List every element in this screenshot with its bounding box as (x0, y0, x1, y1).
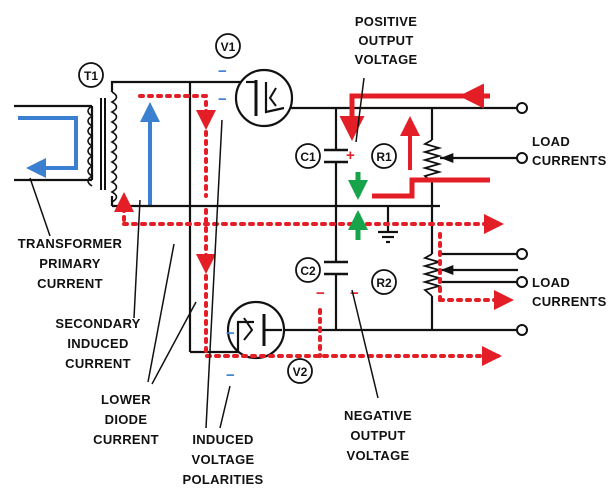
primary-winding (87, 105, 94, 187)
positive-output-line2: OUTPUT (358, 33, 413, 48)
polarity-signs: − − − − + − − (218, 63, 359, 384)
minus-sign: − (226, 325, 235, 342)
negative-output-line3: VOLTAGE (346, 448, 409, 463)
minus-sign: − (218, 91, 227, 108)
resistor-r2 (421, 253, 458, 297)
secondary-induced-line1: SECONDARY (55, 316, 140, 331)
negative-output-line1: NEGATIVE (344, 408, 412, 423)
terminal (516, 324, 528, 336)
load-currents-upper-line1: LOAD (532, 134, 570, 149)
secondary-induced-line3: CURRENT (65, 356, 131, 371)
load-currents-lower-line2: CURRENTS (532, 294, 607, 309)
resistor-r1 (421, 139, 458, 183)
lower-diode-line1: LOWER (101, 392, 151, 407)
transformer-t1 (87, 91, 118, 203)
capacitor-c2 (324, 260, 348, 276)
terminal (516, 102, 528, 114)
plus-sign: + (346, 147, 355, 164)
induced-polarities-line2: VOLTAGE (191, 452, 254, 467)
transformer-primary-line1: TRANSFORMER (18, 236, 123, 251)
annotation-labels: POSITIVE OUTPUT VOLTAGE LOAD LOAD CURREN… (18, 14, 607, 487)
label-r1: R1 (376, 150, 392, 164)
lower-diode-line2: DIODE (105, 412, 148, 427)
tube-v2 (226, 300, 286, 360)
secondary-winding (110, 91, 118, 203)
lower-diode-line3: CURRENT (93, 432, 159, 447)
label-c2: C2 (300, 264, 316, 278)
induced-polarities-line3: POLARITIES (182, 472, 263, 487)
label-t1: T1 (84, 69, 98, 83)
transformer-primary-line3: CURRENT (37, 276, 103, 291)
component-labels: T1 V1 V2 C1 C2 R1 R2 (78, 33, 397, 384)
minus-sign: − (350, 285, 359, 302)
red-current-flows (114, 83, 514, 366)
induced-polarities-line1: INDUCED (192, 432, 253, 447)
terminal (516, 152, 528, 164)
positive-output-line1: POSITIVE (355, 14, 417, 29)
minus-sign: − (316, 285, 325, 302)
load-currents-upper-line2: CURRENTS (532, 153, 607, 168)
leader-lines (29, 77, 379, 429)
transformer-primary-line2: PRIMARY (39, 256, 101, 271)
positive-output-line3: VOLTAGE (354, 52, 417, 67)
terminal (516, 248, 528, 260)
minus-sign: − (226, 367, 235, 384)
secondary-induced-line2: INDUCED (67, 336, 128, 351)
output-terminals (516, 102, 528, 336)
terminal (516, 276, 528, 288)
negative-output-line2: OUTPUT (350, 428, 405, 443)
primary-current-flow (18, 102, 160, 206)
label-v2: V2 (293, 365, 308, 379)
label-v1: V1 (221, 40, 236, 54)
label-r2: R2 (376, 276, 392, 290)
label-c1: C1 (300, 150, 316, 164)
capacitor-c1 (324, 148, 348, 164)
minus-sign: − (218, 63, 227, 80)
tube-v1 (234, 68, 294, 128)
load-currents-lower-line1: LOAD (532, 275, 570, 290)
